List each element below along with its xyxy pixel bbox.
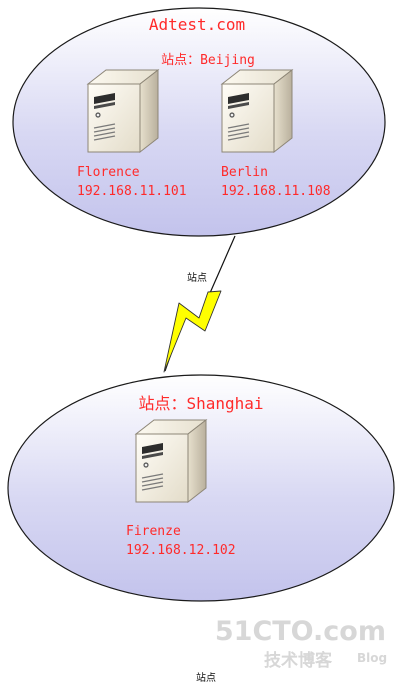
watermark-brand: 51CTO.com (215, 616, 386, 647)
site-area-top (12, 7, 386, 237)
link-label: 站点 (187, 271, 207, 284)
watermark-subtitle: 技术博客 (264, 650, 333, 671)
site-label-shanghai: 站点：Shanghai (138, 394, 263, 413)
server-ip-florence: 192.168.11.101 (77, 184, 187, 199)
server-name-berlin: Berlin (221, 165, 268, 180)
network-link-line (209, 235, 236, 294)
server-icon (87, 69, 159, 153)
server-ip-firenze: 192.168.12.102 (126, 543, 236, 558)
lightning-icon (163, 290, 222, 373)
server-icon (221, 69, 293, 153)
server-icon (135, 419, 207, 503)
domain-title: Adtest.com (149, 15, 245, 34)
site-label-beijing: 站点：Beijing (161, 53, 255, 68)
server-ip-berlin: 192.168.11.108 (221, 184, 331, 199)
server-name-florence: Florence (77, 165, 140, 180)
footer-label: 站点 (196, 671, 216, 684)
server-name-firenze: Firenze (126, 524, 181, 539)
watermark-blog: Blog (357, 651, 387, 665)
